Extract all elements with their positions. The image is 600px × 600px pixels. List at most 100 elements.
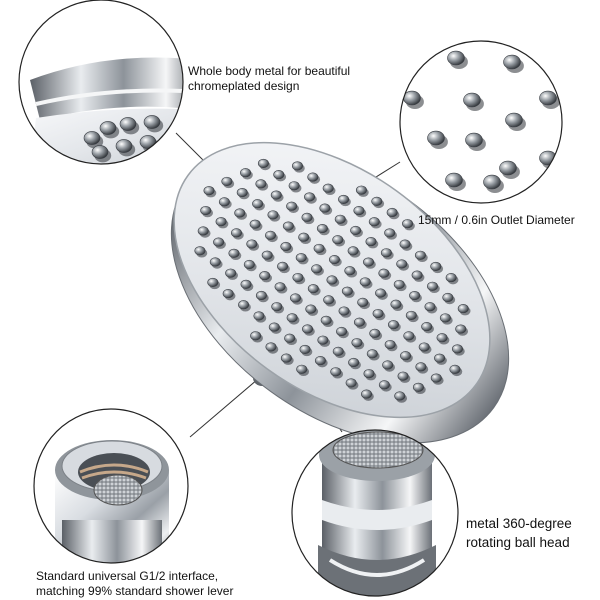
nozzle-icon	[119, 117, 140, 135]
nozzle-icon	[405, 310, 419, 323]
nozzle-icon	[357, 297, 371, 310]
callout-interface-line2: matching 99% standard shower lever	[36, 584, 234, 598]
nozzle-icon	[273, 170, 287, 182]
nozzle-icon	[348, 357, 361, 370]
nozzle-icon	[363, 257, 376, 269]
nozzle-icon	[207, 277, 221, 290]
nozzle-icon	[225, 268, 238, 280]
nozzle-icon	[338, 194, 351, 207]
nozzle-icon	[280, 353, 294, 365]
nozzle-icon	[403, 90, 424, 110]
nozzle-icon	[307, 284, 321, 296]
nozzle-icon	[447, 50, 468, 70]
nozzle-icon	[218, 197, 232, 209]
nozzle-icon	[320, 315, 334, 328]
nozzle-icon	[261, 250, 275, 262]
nozzle-icon	[249, 219, 263, 231]
callout-interface-closeup	[33, 408, 189, 564]
nozzle-icon	[240, 279, 254, 292]
nozzle-icon	[265, 230, 278, 243]
callout-ball-head-closeup	[291, 429, 459, 597]
nozzle-icon	[442, 292, 456, 305]
nozzle-icon	[338, 306, 352, 318]
nozzle-icon	[234, 208, 248, 220]
nozzle-icon	[353, 317, 367, 329]
nozzle-icon	[243, 259, 257, 272]
nozzle-icon	[222, 289, 236, 301]
nozzle-icon	[197, 226, 211, 238]
nozzle-icon	[409, 290, 422, 303]
callout-label-body-metal: Whole body metal for beautiful chromepla…	[188, 64, 378, 94]
nozzle-icon	[384, 228, 397, 240]
nozzle-icon	[268, 322, 282, 334]
nozzle-icon	[366, 349, 380, 361]
nozzle-icon	[483, 174, 504, 194]
nozzle-icon	[372, 308, 386, 321]
nozzle-icon	[286, 313, 300, 325]
nozzle-icon	[143, 115, 164, 133]
nozzle-icon	[361, 389, 374, 401]
nozzle-icon	[390, 299, 404, 311]
nozzle-icon	[434, 353, 447, 365]
nozzle-icon	[334, 214, 348, 227]
nozzle-icon	[284, 333, 297, 346]
nozzle-icon	[286, 201, 299, 213]
nozzle-icon	[238, 300, 251, 312]
nozzle-icon	[274, 282, 288, 294]
nozzle-icon	[347, 246, 361, 258]
nozzle-icon	[411, 270, 425, 282]
filter-screen-icon	[93, 474, 143, 506]
nozzle-icon	[259, 271, 273, 283]
nozzle-icon	[427, 281, 440, 294]
nozzle-icon	[265, 342, 279, 354]
nozzle-icon	[412, 382, 426, 395]
nozzle-icon	[445, 273, 459, 285]
nozzle-icon	[330, 367, 344, 379]
nozzle-icon	[399, 239, 413, 251]
nozzle-icon	[359, 277, 373, 289]
nozzle-icon	[394, 391, 408, 403]
nozzle-icon	[350, 225, 363, 238]
nozzle-icon	[305, 304, 319, 316]
nozzle-icon	[299, 344, 313, 357]
nozzle-icon	[403, 331, 417, 343]
nozzle-icon	[353, 206, 367, 218]
nozzle-icon	[270, 190, 284, 202]
nozzle-icon	[387, 320, 401, 332]
nozzle-icon	[424, 302, 438, 314]
nozzle-icon	[289, 293, 303, 305]
callout-label-outlet-diameter: 15mm / 0.6in Outlet Diameter	[418, 213, 575, 227]
nozzle-icon	[332, 235, 346, 247]
nozzle-icon	[430, 373, 444, 385]
nozzle-icon	[505, 112, 526, 132]
nozzle-icon	[255, 179, 269, 191]
nozzle-icon	[307, 172, 321, 184]
nozzle-icon	[414, 250, 428, 263]
callout-label-ball-head: metal 360-degree rotating ball head	[466, 514, 596, 552]
nozzle-icon	[386, 207, 400, 220]
nozzle-icon	[378, 380, 392, 392]
nozzle-icon	[267, 210, 281, 222]
nozzle-array	[194, 158, 471, 403]
nozzle-icon	[397, 371, 411, 383]
nozzle-icon	[457, 304, 471, 316]
nozzle-icon	[322, 183, 336, 196]
callout-ball-head-line2: rotating ball head	[466, 535, 570, 550]
nozzle-icon	[115, 139, 136, 157]
nozzle-icon	[503, 54, 524, 74]
shower-head-icon	[170, 141, 510, 444]
nozzle-icon	[418, 342, 432, 354]
callout-interface-line1: Standard universal G1/2 interface,	[36, 569, 219, 583]
callout-body-metal-closeup	[18, 0, 184, 165]
nozzle-icon	[345, 378, 359, 390]
nozzle-icon	[282, 221, 296, 233]
callout-outlet-closeup	[399, 40, 563, 204]
nozzle-icon	[375, 288, 388, 300]
nozzle-icon	[436, 333, 450, 345]
nozzle-icon	[302, 324, 315, 336]
nozzle-icon	[415, 362, 429, 374]
nozzle-icon	[323, 295, 336, 307]
nozzle-icon	[236, 187, 250, 200]
nozzle-icon	[301, 212, 315, 225]
